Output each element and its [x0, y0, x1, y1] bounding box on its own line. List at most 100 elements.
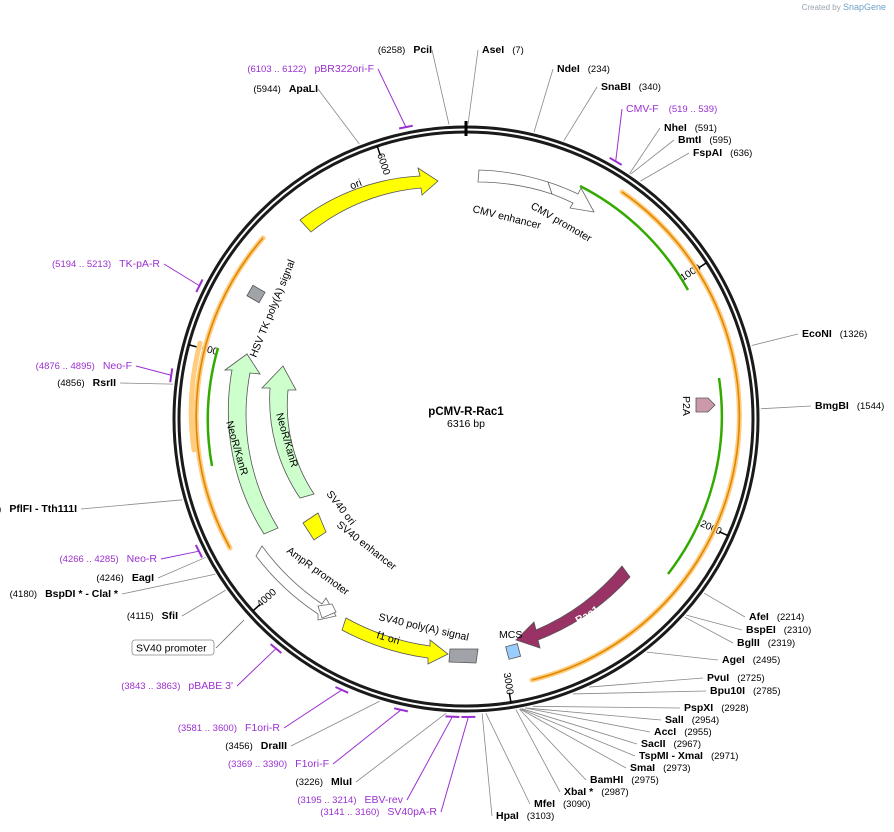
- site-name: BspEI: [746, 624, 776, 636]
- primer-ebv-rev[interactable]: (3195 .. 3214)EBV-rev: [297, 715, 460, 806]
- site-label: (6258)PciI: [378, 44, 432, 56]
- primer-name: TK-pA-R: [119, 258, 160, 270]
- p2a-feature[interactable]: P2A: [680, 396, 716, 416]
- site-leader: [355, 713, 447, 783]
- sv40-promoter-callout[interactable]: SV40 promoter: [131, 619, 245, 656]
- cmv-promoter-feature[interactable]: CMV promoter: [529, 181, 595, 245]
- site-pflfi[interactable]: (4458)PflFI - Tth111I: [0, 499, 183, 515]
- rac1-feature[interactable]: Rac1: [515, 565, 631, 649]
- tick-label: 3000: [501, 672, 515, 696]
- mcs-feature[interactable]: MCS: [499, 629, 522, 660]
- primer-leader: [135, 365, 172, 376]
- primer-sv40pa-r[interactable]: (3141 .. 3160)SV40pA-R: [320, 715, 476, 818]
- site-leader: [467, 49, 479, 125]
- primer-tk-pa-r[interactable]: (5194 .. 5213) TK-pA-R: [52, 258, 204, 293]
- site-position: (4856): [57, 378, 84, 389]
- site-leader: [630, 139, 675, 175]
- site-bglii[interactable]: BglII(2319): [684, 616, 796, 649]
- site-leader: [181, 589, 226, 617]
- cmv-enhancer-feature[interactable]: CMV enhancer: [471, 169, 553, 232]
- site-eagi[interactable]: (4246)EagI: [96, 557, 206, 584]
- hsv-tk-polya-feature[interactable]: HSV TK poly(A) signal: [246, 258, 298, 359]
- site-name: RsrII: [93, 377, 116, 389]
- site-sacii[interactable]: SacII(2967): [521, 708, 701, 750]
- site-agei[interactable]: AgeI(2495): [646, 651, 780, 666]
- site-rsrii[interactable]: (4856) RsrII: [57, 377, 174, 389]
- primer-label: (3581 .. 3600)F1ori-R: [178, 722, 281, 734]
- site-bspei[interactable]: BspEI(2310): [686, 614, 811, 636]
- primer-leader: [236, 648, 277, 687]
- site-leader: [80, 499, 183, 510]
- primer-label: CMV-F(519 .. 539): [626, 103, 717, 115]
- site-position: (2955): [684, 727, 711, 738]
- site-asei[interactable]: AseI(7): [467, 44, 524, 125]
- site-apali[interactable]: (5944)ApaLI: [253, 83, 360, 145]
- site-bpu10i[interactable]: Bpu10I(2785): [572, 685, 781, 697]
- f1-ori-feature[interactable]: f1 ori: [341, 617, 449, 665]
- site-position: (3090): [563, 799, 590, 810]
- primer-f1ori-f[interactable]: (3369 .. 3390)F1ori-F: [228, 707, 409, 770]
- site-label: FspAI(636): [693, 147, 752, 159]
- primer-name: EBV-rev: [364, 794, 403, 806]
- site-leader: [119, 382, 174, 385]
- primer-neo-f[interactable]: (4876 .. 4895)Neo-F: [36, 360, 174, 383]
- ampr-promoter-feature[interactable]: AmpR promoter: [255, 545, 352, 621]
- neor-inner-feature[interactable]: NeoR/KanR: [261, 365, 315, 499]
- site-hpai[interactable]: HpaI(3103): [481, 713, 554, 822]
- site-acci[interactable]: AccI(2955): [525, 707, 712, 738]
- credit-brand: SnapGene: [842, 2, 886, 12]
- primer-leader: [283, 689, 343, 729]
- site-position: (2214): [777, 612, 804, 623]
- primer-f1ori-r[interactable]: (3581 .. 3600)F1ori-R: [178, 686, 349, 734]
- primer-name: pBR322ori-F: [314, 63, 374, 75]
- primer-neo-r[interactable]: (4266 .. 4285)Neo-R: [60, 544, 203, 565]
- primer-name: Neo-R: [127, 553, 158, 565]
- site-label: (4856) RsrII: [57, 377, 116, 389]
- site-label: MfeI(3090): [534, 798, 590, 810]
- site-position: (4458): [0, 504, 1, 515]
- site-pcii[interactable]: (6258)PciI: [378, 44, 450, 125]
- primer-range: (3843 .. 3863): [121, 681, 180, 692]
- site-afei[interactable]: AfeI(2214): [703, 592, 804, 623]
- site-bamhi[interactable]: BamHI(2975): [519, 708, 659, 786]
- site-smai[interactable]: SmaI(2973): [519, 708, 691, 774]
- site-tspmi[interactable]: TspMI - XmaI(2971): [520, 708, 739, 762]
- site-leader: [703, 592, 746, 618]
- restriction-sites: (6258)PciI AseI(7)NdeI(234)SnaBI(340)NheI…: [0, 44, 884, 822]
- site-name: Bpu10I: [710, 685, 745, 697]
- site-leader: [640, 152, 690, 182]
- site-sali[interactable]: SalI(2954): [525, 707, 719, 726]
- site-bmgbi[interactable]: BmgBI(1544): [760, 400, 884, 412]
- primer-leader: [332, 709, 402, 765]
- site-fspai[interactable]: FspAI(636): [640, 147, 752, 182]
- site-nhei[interactable]: NheI(591): [629, 122, 717, 174]
- primer-pbabe-3[interactable]: (3843 .. 3863)pBABE 3': [121, 643, 283, 692]
- primer-range: (5194 .. 5213): [52, 259, 111, 270]
- primer-name: Neo-F: [103, 360, 132, 372]
- orf-orange-main-core: [531, 191, 741, 681]
- site-mfei[interactable]: MfeI(3090): [485, 713, 591, 810]
- primer-cmv-f[interactable]: CMV-F(519 .. 539): [609, 103, 718, 166]
- site-snabi[interactable]: SnaBI(340): [563, 81, 661, 141]
- p2a-label: P2A: [680, 396, 692, 416]
- site-name: BglII: [737, 637, 760, 649]
- site-leader: [525, 707, 662, 721]
- site-sfii[interactable]: (4115)SfiI: [127, 589, 226, 622]
- site-position: (1326): [840, 329, 867, 340]
- site-label: (4458)PflFI - Tth111I: [0, 503, 77, 515]
- hsv-tk-polya-label: HSV TK poly(A) signal: [248, 258, 298, 359]
- site-pvui[interactable]: PvuI(2725): [589, 672, 765, 688]
- site-econi[interactable]: EcoNI(1326): [751, 328, 868, 346]
- site-bspdi[interactable]: (4180)BspDI * - ClaI *: [10, 573, 216, 600]
- site-pspxi[interactable]: PspXI(2928): [532, 702, 749, 714]
- primer-pbr322ori-f[interactable]: (6103 .. 6122)pBR322ori-F: [247, 63, 413, 130]
- site-leader: [317, 88, 360, 145]
- site-name: ApaLI: [289, 83, 318, 95]
- site-mlui[interactable]: (3226)MluI: [296, 713, 447, 788]
- site-xbai[interactable]: XbaI *(2987): [515, 709, 629, 798]
- ori-feature[interactable]: ori: [299, 167, 439, 233]
- site-label: Bpu10I(2785): [710, 685, 780, 697]
- site-draiii[interactable]: (3456)DraIII: [225, 700, 381, 752]
- site-ndei[interactable]: NdeI(234): [533, 63, 610, 133]
- site-bmti[interactable]: BmtI(595): [630, 134, 732, 175]
